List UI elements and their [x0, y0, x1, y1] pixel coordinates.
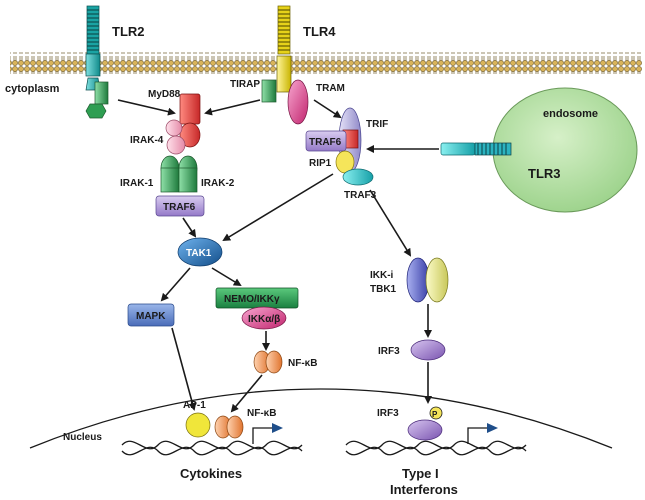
nemo-label: NEMO/IKKγ [224, 294, 280, 305]
transcription-arrow-left [252, 423, 283, 444]
arrow-trif-to-tak1 [222, 173, 334, 242]
irak4-label: IRAK-4 [130, 135, 164, 146]
arrow-tram-to-trif [313, 99, 342, 119]
traf6-left-protein [155, 195, 205, 217]
tirap-protein [261, 79, 277, 103]
traf6-right-label: TRAF6 [309, 137, 342, 148]
nfkb-nuc-protein [214, 415, 244, 439]
irf3-nuc-label: IRF3 [377, 408, 399, 419]
irf3-cyto-label: IRF3 [378, 346, 400, 357]
nfkb-nuc-label: NF-κB [247, 408, 276, 419]
plasma-membrane [10, 52, 642, 74]
ap1-label: AP-1 [183, 400, 206, 411]
arrow-tlr2-to-myd88 [117, 99, 176, 116]
irf3-nuc-protein [407, 419, 443, 441]
arrow-mapk-to-ap1 [171, 327, 197, 411]
tlr3-receptor [440, 142, 512, 156]
cytokines-label: Cytokines [180, 466, 242, 481]
mapk-protein [127, 303, 175, 327]
ikki-label: IKK-i [370, 270, 394, 281]
type1-label-line2: Interferons [390, 482, 458, 497]
arrow-nfkb-to-nucleus [230, 374, 263, 413]
nucleus-label: Nucleus [63, 432, 102, 443]
ikki-tbk1-protein [406, 257, 449, 303]
irak1-protein [160, 155, 180, 193]
arrow-traf6-to-tak1 [182, 217, 197, 238]
tram-label: TRAM [316, 83, 345, 94]
tbk1-label: TBK1 [370, 284, 397, 295]
nuclear-envelope [29, 388, 613, 449]
tram-protein [287, 79, 309, 125]
endosome-label: endosome [543, 108, 598, 120]
traf6-left-label: TRAF6 [163, 202, 196, 213]
endosome [492, 87, 638, 213]
phospho-label: P [432, 410, 438, 419]
irak2-label: IRAK-2 [201, 178, 235, 189]
irak2-protein [178, 155, 198, 193]
traf3-protein [342, 168, 374, 186]
mapk-label: MAPK [136, 311, 166, 322]
arrow-tak1-to-mapk [160, 267, 191, 302]
arrow-tirap-to-myd88 [204, 99, 261, 116]
ikk-ab-label: IKKα/β [248, 314, 280, 325]
tak1-protein [177, 237, 223, 267]
tlr4-receptor [276, 5, 292, 93]
myd88-protein [179, 93, 201, 148]
tlr2-tir-domain [85, 81, 109, 119]
tlr2-label: TLR2 [112, 24, 145, 39]
trif-label: TRIF [366, 119, 388, 130]
nfkb-cyto-label: NF-κB [288, 358, 317, 369]
ap1-protein [185, 412, 211, 438]
tak1-label: TAK1 [186, 248, 212, 259]
tirap-label: TIRAP [230, 79, 260, 90]
transcription-arrow-right [467, 423, 498, 444]
nfkb-cyto-protein [253, 350, 283, 374]
ikk-ab-protein [241, 306, 287, 330]
rip1-label: RIP1 [309, 158, 332, 169]
tlr4-label: TLR4 [303, 24, 336, 39]
arrow-traf3-to-ikki [369, 189, 412, 257]
tlr3-label: TLR3 [528, 166, 561, 181]
irak1-label: IRAK-1 [120, 178, 154, 189]
traf6-right-protein [305, 130, 347, 152]
phospho-icon [429, 406, 443, 420]
type1-label-line1: Type I [402, 466, 439, 481]
traf3-label: TRAF3 [344, 190, 377, 201]
myd88-label: MyD88 [148, 89, 181, 100]
irak4-protein [165, 119, 186, 155]
irf3-cyto-protein [410, 339, 446, 361]
tlr2-receptor [85, 5, 101, 91]
arrow-tak1-to-nemo [211, 267, 242, 287]
cytoplasm-label: cytoplasm [5, 83, 60, 95]
dna-left [121, 440, 303, 456]
dna-right [345, 440, 527, 456]
